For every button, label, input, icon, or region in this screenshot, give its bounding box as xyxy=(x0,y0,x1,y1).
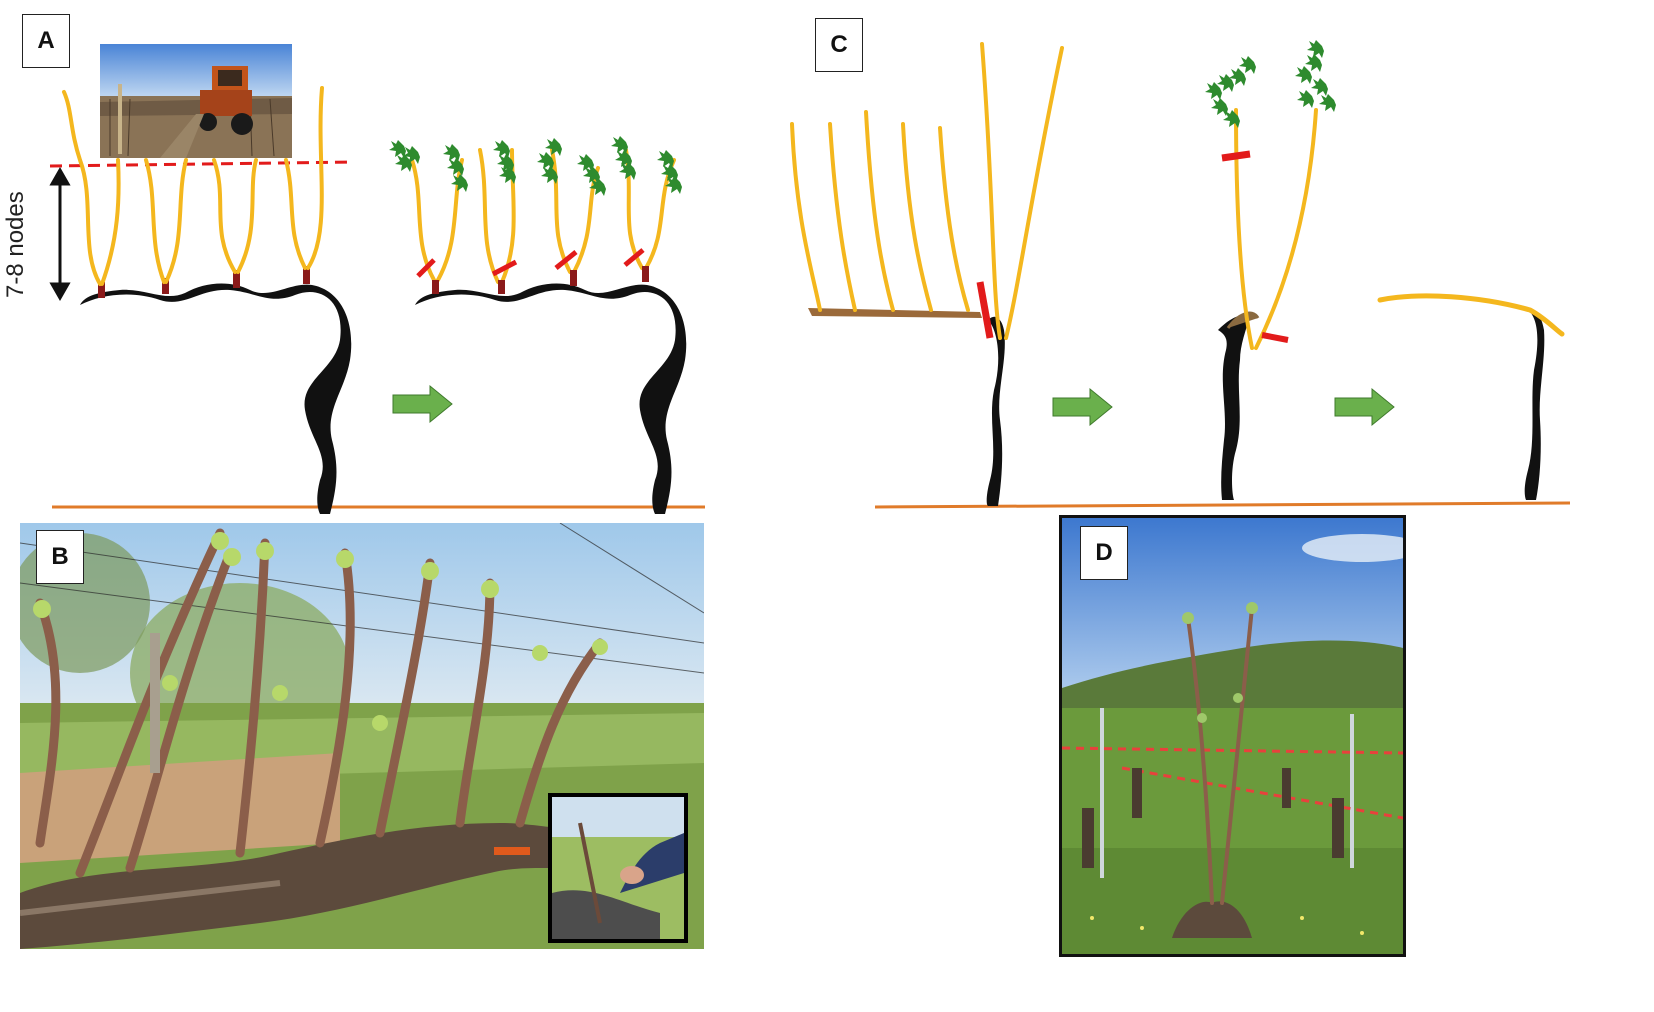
vine-c-stage3 xyxy=(1377,293,1565,500)
photo-d-drawing xyxy=(1062,518,1403,954)
shoots-c1 xyxy=(790,42,1064,340)
trunk-c3 xyxy=(1524,309,1545,500)
panel-label-b-text: B xyxy=(51,543,69,570)
cut-height-dashed-line xyxy=(49,160,353,168)
process-arrow-a xyxy=(392,384,453,424)
double-arrow-icon xyxy=(49,166,71,302)
panel-label-b: B xyxy=(36,530,84,584)
trunk-a-after xyxy=(415,283,687,514)
nodes-annotation: 7-8 nodes xyxy=(2,191,29,299)
panel-label-c-text: C xyxy=(830,31,848,58)
photo-b-drawing xyxy=(20,523,704,949)
shoots-a-after xyxy=(410,148,676,284)
panel-label-d-text: D xyxy=(1095,539,1113,566)
ground-line-c xyxy=(874,501,1571,509)
cut-mark-c2-base xyxy=(1261,332,1289,343)
vine-c-stage1 xyxy=(790,42,1064,506)
process-arrow-c1 xyxy=(1052,387,1113,427)
cut-mark-c2-top xyxy=(1221,150,1251,162)
panel-label-a-text: A xyxy=(37,27,55,54)
photo-b-vine-pruning xyxy=(20,523,704,949)
vine-a-before xyxy=(62,86,352,514)
panel-label-c: C xyxy=(815,18,863,72)
trunk-a-before xyxy=(80,283,352,514)
panel-label-d: D xyxy=(1080,526,1128,580)
cordon-brown xyxy=(808,308,982,318)
secateurs-inset xyxy=(548,793,688,943)
vine-c-stage2 xyxy=(1205,40,1336,500)
panel-label-a: A xyxy=(22,14,70,68)
tractor-photo-drawing xyxy=(100,44,292,158)
cut-mark-c1 xyxy=(976,281,994,339)
tractor-photo xyxy=(100,44,292,158)
shoots-c2 xyxy=(1234,108,1318,350)
process-arrow-c2 xyxy=(1334,387,1395,427)
photo-d-young-vine xyxy=(1059,515,1406,957)
new-cordon-shoot xyxy=(1377,293,1565,337)
cut-marks-a xyxy=(416,248,645,278)
trunk-c1 xyxy=(986,316,1005,506)
leaves-a xyxy=(389,136,682,196)
trunk-c2 xyxy=(1218,314,1250,500)
shoots-a-before xyxy=(62,86,324,286)
vine-a-after xyxy=(389,136,687,514)
